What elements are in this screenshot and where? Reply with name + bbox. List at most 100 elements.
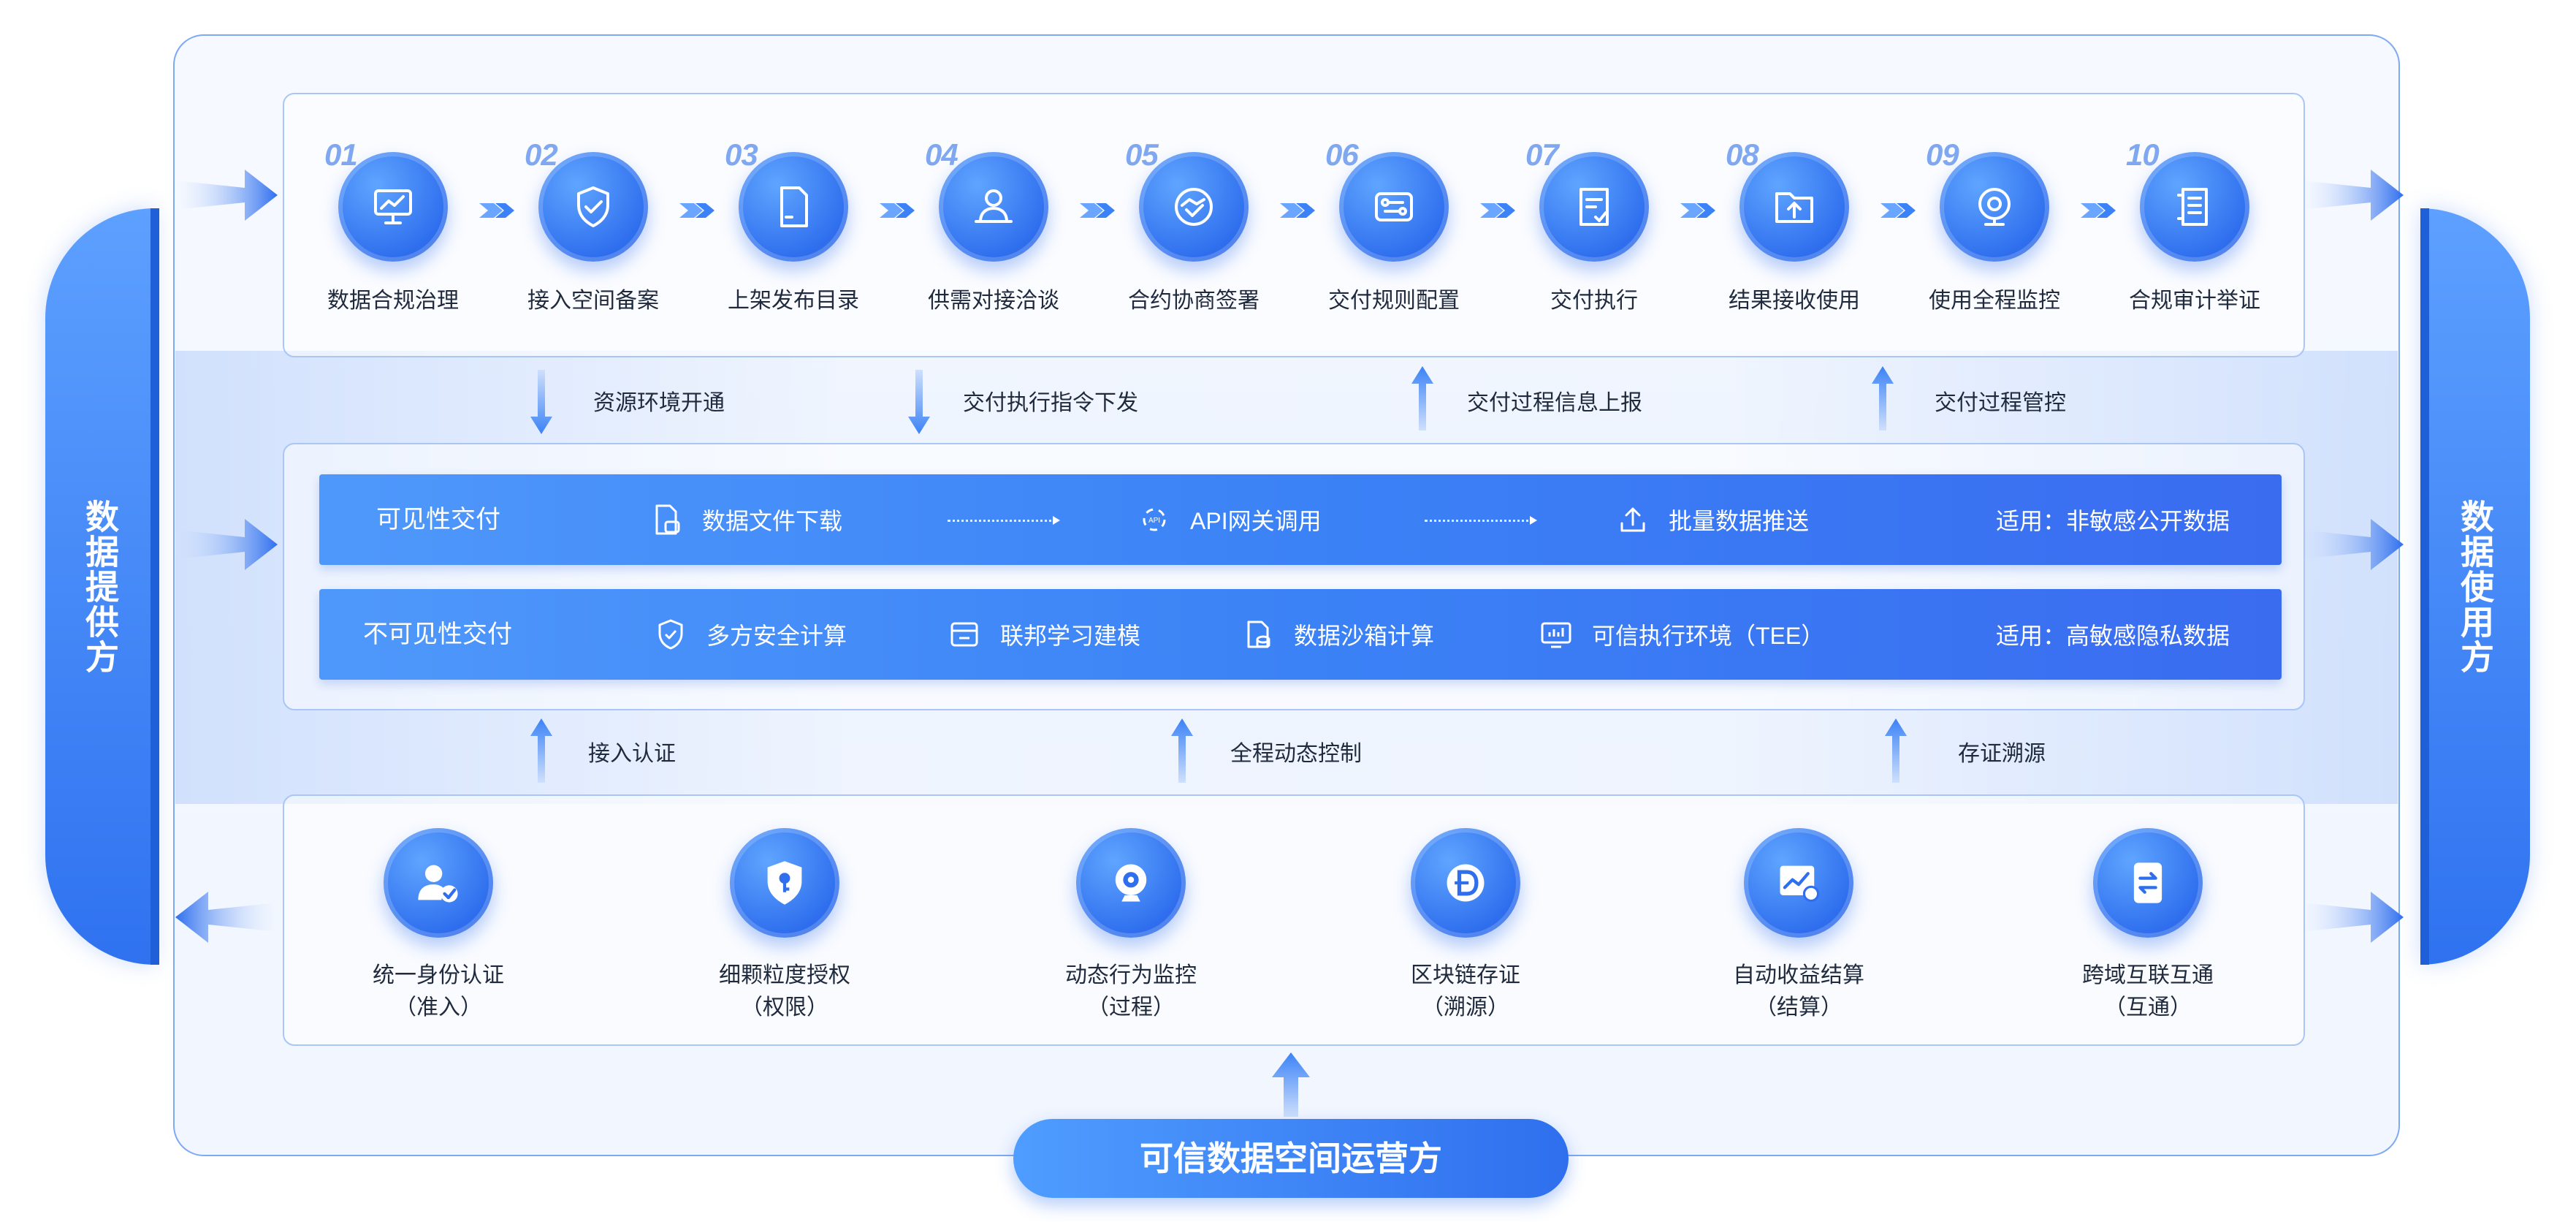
coin-icon — [1411, 828, 1520, 938]
step-label: 合约协商签署 — [1128, 289, 1260, 313]
flow-arrow-left-icon — [175, 884, 278, 950]
svg-text:API: API — [1148, 517, 1160, 525]
data-user-pillar: 数据使用方 — [2420, 208, 2530, 965]
monitor-icon — [1541, 622, 1571, 648]
capability-label: 自动收益结算 （结算） — [1682, 960, 1916, 1024]
capability-title: 动态行为监控 — [1065, 963, 1197, 987]
connector-label: 资源环境开通 — [593, 391, 725, 415]
step-chevron-icon — [1480, 203, 1515, 218]
delivery-item: 联邦学习建模 — [948, 589, 1140, 680]
capability-title: 区块链存证 — [1411, 963, 1520, 987]
capability-title: 自动收益结算 — [1733, 963, 1864, 987]
capability-item: 区块链存证 （溯源） — [1349, 828, 1582, 1024]
folder-upload-icon — [1739, 152, 1849, 262]
step-label: 交付执行 — [1550, 289, 1638, 313]
step-label: 合规审计举证 — [2129, 289, 2260, 313]
api-gateway-icon: API — [1143, 508, 1166, 531]
left-pillar-edge — [150, 208, 159, 965]
right-pillar-edge — [2420, 208, 2429, 965]
step-label: 供需对接洽谈 — [928, 289, 1059, 313]
connector-label: 接入认证 — [588, 742, 676, 766]
task-check-icon — [1539, 152, 1649, 262]
arrow-down-icon — [908, 370, 930, 434]
capability-subtitle: （互通） — [2104, 995, 2192, 1020]
step-label: 上架发布目录 — [728, 289, 859, 313]
step-label: 结果接收使用 — [1729, 289, 1860, 313]
flow-arrow-right-icon — [175, 162, 278, 228]
camera-icon — [1076, 828, 1186, 938]
dotted-arrow — [948, 516, 1060, 525]
process-step: 08 结果接收使用 — [1707, 137, 1882, 314]
step-number: 03 — [725, 137, 758, 172]
capability-subtitle: （结算） — [1755, 995, 1843, 1020]
step-chevron-icon — [1680, 203, 1715, 218]
process-step: 04 供需对接洽谈 — [906, 137, 1081, 314]
step-chevron-icon — [479, 203, 514, 218]
step-chevron-icon — [1080, 203, 1115, 218]
capability-subtitle: （溯源） — [1422, 995, 1509, 1020]
capability-item: 动态行为监控 （过程） — [1014, 828, 1248, 1024]
capability-label: 区块链存证 （溯源） — [1349, 960, 1582, 1024]
applicability-label: 适用：非敏感公开数据 — [1996, 508, 2230, 534]
document-icon — [739, 152, 848, 262]
connector-label: 存证溯源 — [1958, 742, 2046, 766]
model-box-icon — [950, 622, 978, 647]
delivery-item: 多方安全计算 — [654, 589, 847, 680]
delivery-item-label: 数据沙箱计算 — [1294, 623, 1435, 649]
user-verified-icon — [384, 828, 493, 938]
data-provider-pillar: 数据提供方 — [45, 208, 155, 965]
delivery-item-label: 多方安全计算 — [706, 623, 847, 649]
step-label: 交付规则配置 — [1328, 289, 1460, 313]
capability-subtitle: （准入） — [395, 995, 482, 1020]
applicability-label: 适用：高敏感隐私数据 — [1996, 623, 2230, 649]
upload-icon — [1620, 507, 1645, 532]
step-number: 09 — [1926, 137, 1959, 172]
arrow-up-icon — [1885, 718, 1907, 783]
delivery-item: 可信执行环境（TEE） — [1539, 589, 1824, 680]
data-provider-label: 数据提供方 — [81, 498, 119, 675]
arrow-up-icon — [530, 718, 552, 783]
delivery-item: 数据沙箱计算 — [1241, 589, 1434, 680]
capability-subtitle: （过程） — [1087, 995, 1175, 1020]
capability-subtitle: （权限） — [741, 995, 828, 1020]
capability-title: 细颗粒度授权 — [719, 963, 850, 987]
flow-arrow-right-icon — [2301, 512, 2404, 577]
visible-delivery-bar: 可见性交付 数据文件下载 API API网关调用 批量数据推送 适用：非敏感公开… — [319, 474, 2282, 565]
process-step: 07 交付执行 — [1506, 137, 1682, 314]
shield-check-icon — [538, 152, 648, 262]
step-number: 07 — [1525, 137, 1559, 172]
capability-item: 统一身份认证 （准入） — [321, 828, 555, 1024]
step-number: 01 — [324, 137, 358, 172]
arrow-up-icon — [1272, 1052, 1310, 1117]
step-number: 02 — [525, 137, 558, 172]
process-step: 09 使用全程监控 — [1907, 137, 2082, 314]
capability-label: 细颗粒度授权 （权限） — [668, 960, 902, 1024]
delivery-item: 数据文件下载 — [649, 474, 842, 565]
delivery-item: API API网关调用 — [1138, 474, 1322, 565]
delivery-item-label: 批量数据推送 — [1669, 508, 1810, 534]
dotted-arrow — [1425, 516, 1537, 525]
capability-title: 统一身份认证 — [373, 963, 504, 987]
step-label: 数据合规治理 — [327, 289, 459, 313]
handshake-icon — [1139, 152, 1249, 262]
connector-label: 交付过程信息上报 — [1467, 391, 1642, 415]
step-chevron-icon — [880, 203, 915, 218]
capability-label: 动态行为监控 （过程） — [1014, 960, 1248, 1024]
step-chevron-icon — [1280, 203, 1315, 218]
process-step: 02 接入空间备案 — [506, 137, 681, 314]
step-chevron-icon — [2081, 203, 2116, 218]
delivery-item-label: 数据文件下载 — [702, 508, 843, 534]
audit-list-icon — [2140, 152, 2249, 262]
capability-label: 统一身份认证 （准入） — [321, 960, 555, 1024]
delivery-item: 批量数据推送 — [1616, 474, 1809, 565]
capability-label: 跨域互联互通（互通） — [2031, 960, 2265, 1024]
step-chevron-icon — [679, 203, 715, 218]
delivery-item-label: 可信执行环境（TEE） — [1592, 623, 1825, 649]
bar-title: 不可见性交付 — [363, 621, 512, 648]
process-step: 05 合约协商签署 — [1106, 137, 1281, 314]
rule-config-icon — [1339, 152, 1449, 262]
process-step: 10 合规审计举证 — [2107, 137, 2282, 314]
sandbox-icon — [1247, 621, 1270, 648]
process-step: 03 上架发布目录 — [706, 137, 881, 314]
step-label: 使用全程监控 — [1929, 289, 2060, 313]
